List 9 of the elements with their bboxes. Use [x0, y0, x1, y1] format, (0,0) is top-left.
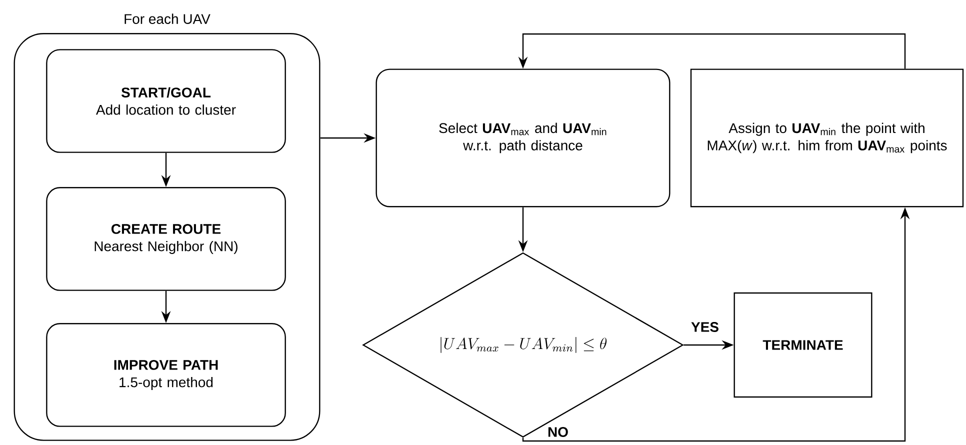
process-box: CREATE ROUTE Nearest Neighbor (NN) [46, 187, 286, 291]
process-box: START/GOAL Add location to cluster [46, 49, 286, 153]
node-label: For each UAV [124, 14, 210, 24]
process-box: IMPROVE PATH 1.5-opt method [46, 323, 286, 427]
process-box: Select UAV$_{max}$ and UAV$_{min}$ w.r.t. path distance [376, 68, 670, 208]
edge-label: YES [690, 320, 720, 334]
process-box: TERMINATE [734, 292, 872, 398]
process-box: Assign to UAV$_{min}$ the point with MAX(w) w.r.t. him from UAV$_{max}$ points [690, 68, 964, 208]
edge-label: NO [546, 426, 570, 438]
